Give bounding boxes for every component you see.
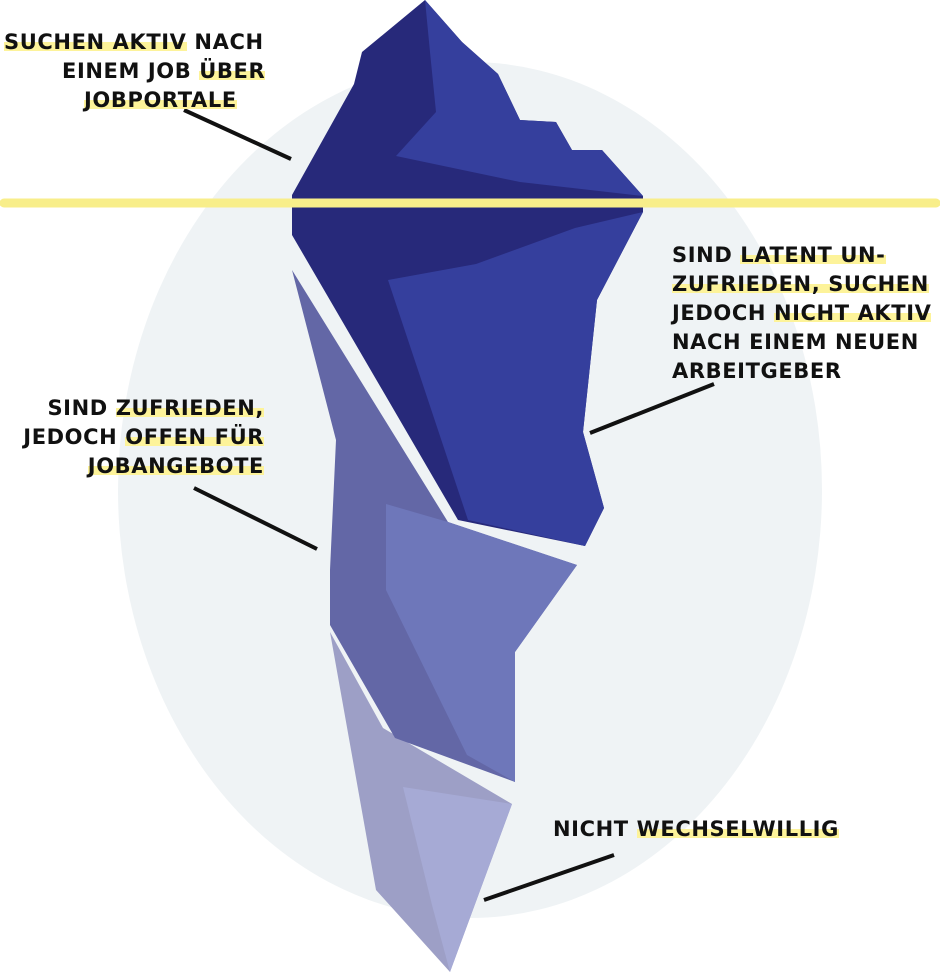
iceberg-tier1-face-bottom (388, 212, 643, 546)
label-text: ZUFRIEDEN, (115, 396, 264, 420)
label-text: JEDOCH (23, 425, 126, 449)
label-text: LATENT UN- (740, 243, 886, 267)
leader-line-active-seekers (183, 108, 292, 161)
label-text: JOBANGEBOTE (87, 454, 264, 478)
label-text: ÜBER (199, 59, 266, 83)
iceberg-tier1-face-top (396, 0, 643, 196)
label-text: JEDOCH (672, 301, 774, 325)
label-text: SIND (47, 396, 116, 420)
label-active-seekers: SUCHEN AKTIV NACH EINEM JOB ÜBER JOBPORT… (4, 28, 266, 115)
leader-line-open (193, 486, 318, 551)
label-latent: SIND LATENT UN- ZUFRIEDEN, SUCHEN JEDOCH… (672, 241, 932, 386)
label-text: WECHSELWILLIG (636, 817, 839, 841)
iceberg-tier3-face (403, 787, 512, 972)
leader-line-not-willing (483, 853, 615, 902)
label-text: SIND (672, 243, 741, 267)
label-text: NACH (186, 30, 264, 54)
iceberg-tier2-face (386, 504, 577, 782)
label-text: ZUFRIEDEN, SUCHEN (672, 272, 929, 296)
label-not-willing: NICHT WECHSELWILLIG (553, 815, 839, 844)
label-text: OFFEN FÜR (125, 425, 264, 449)
leader-line-latent (589, 382, 715, 435)
label-open: SIND ZUFRIEDEN, JEDOCH OFFEN FÜR JOBANGE… (23, 394, 264, 481)
label-text: NICHT (553, 817, 637, 841)
label-text: SUCHEN AKTIV (4, 30, 187, 54)
label-text: ARBEITGEBER (672, 359, 842, 383)
label-text: NICHT AKTIV (773, 301, 932, 325)
label-text: EINEM JOB (62, 59, 200, 83)
label-text: JOBPORTALE (84, 88, 237, 112)
label-text: NACH EINEM NEUEN (672, 330, 919, 354)
